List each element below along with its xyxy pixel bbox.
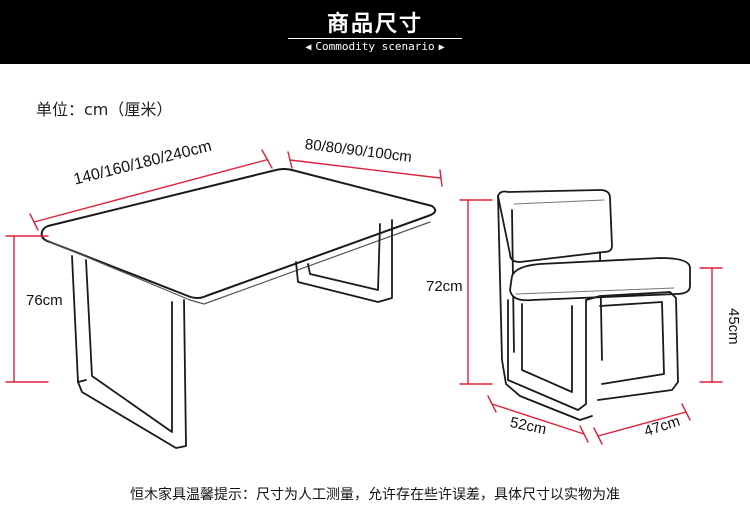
- table-height-label: 76cm: [26, 292, 63, 309]
- header-divider: [288, 38, 462, 39]
- left-triangle-icon: ◀: [305, 42, 312, 53]
- dimension-lines: [5, 149, 723, 445]
- right-triangle-icon: ▶: [438, 42, 445, 53]
- header-subtitle: Commodity scenario: [315, 40, 435, 53]
- page-title: 商品尺寸: [326, 12, 423, 37]
- header-bar: 商品尺寸 ◀Commodity scenario▶: [0, 0, 750, 64]
- chair-height-label: 72cm: [426, 278, 463, 295]
- chair: [497, 189, 691, 421]
- unit-label: 单位：cm（厘米）: [36, 100, 173, 119]
- header-subtitle-row: ◀Commodity scenario▶: [0, 40, 750, 53]
- seat-height-label: 45cm: [725, 308, 742, 345]
- table-top: [40, 168, 437, 305]
- footer-note: 恒木家具温馨提示：尺寸为人工测量，允许存在些许误差，具体尺寸以实物为准: [130, 487, 620, 503]
- table-legs: [71, 219, 393, 449]
